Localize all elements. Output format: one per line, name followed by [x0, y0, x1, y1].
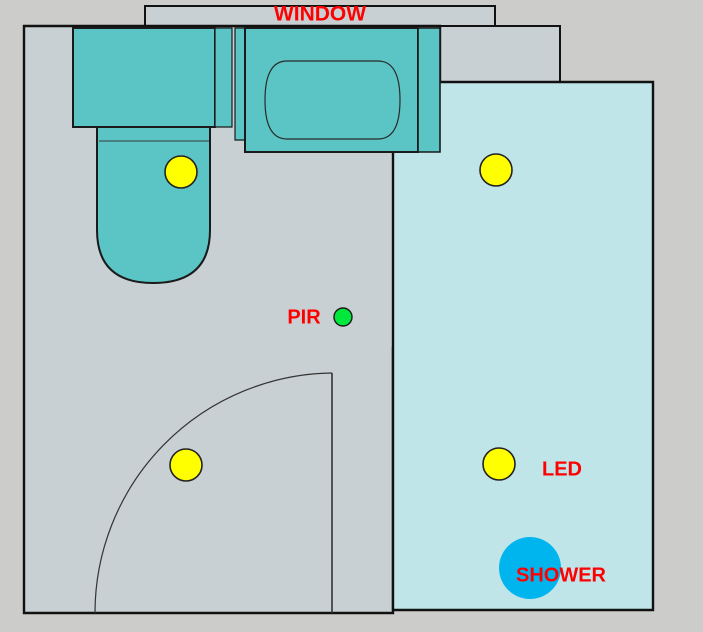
led-wetroom-bottom-icon[interactable]	[482, 447, 516, 481]
led-vanity-icon[interactable]	[164, 155, 198, 189]
door-arc	[94, 372, 333, 614]
door-swing	[94, 372, 333, 614]
basin-pedestal	[96, 126, 211, 285]
wet-room-floor	[391, 80, 655, 612]
right-teal-panel	[417, 27, 441, 153]
vanity-divider-strip	[214, 27, 233, 128]
shower-position-icon[interactable]	[499, 537, 561, 599]
led-wetroom-top-icon[interactable]	[479, 153, 513, 187]
led-label: LED	[542, 458, 582, 480]
tub-edge-strip	[234, 27, 246, 141]
pir-sensor-icon[interactable]	[333, 307, 353, 327]
led-lights[interactable]	[164, 153, 516, 482]
bathtub-inner-basin	[264, 60, 401, 140]
window-label: WINDOW	[274, 3, 366, 26]
vanity-counter	[72, 27, 216, 128]
led-door-icon[interactable]	[169, 448, 203, 482]
upper-right-alcove	[439, 25, 561, 85]
pir-label: PIR	[287, 306, 321, 328]
shower-label: SHOWER	[516, 564, 607, 586]
